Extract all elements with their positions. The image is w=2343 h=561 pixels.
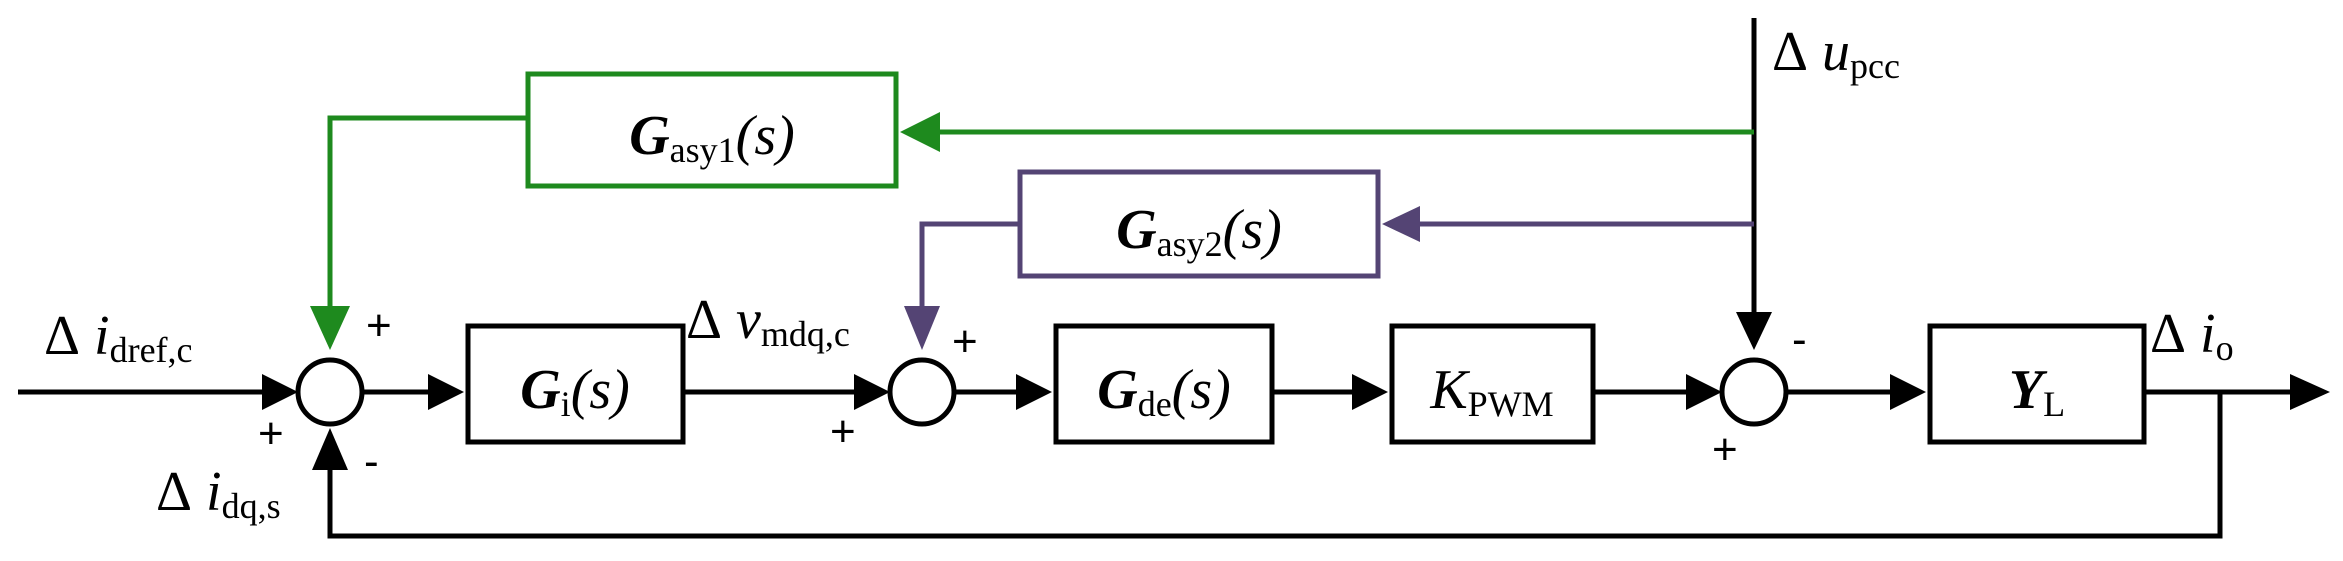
sign-sum1-left: + [258, 409, 284, 458]
summing-junction-1 [295, 357, 365, 427]
main-signal-path [18, 374, 2330, 410]
sign-sum1-top: + [366, 301, 392, 350]
sign-sum1-bottom: - [364, 437, 379, 486]
feedback-path [312, 392, 2223, 539]
svg-text:Gasy2(s): Gasy2(s) [1116, 199, 1282, 264]
block-kpwm: KPWM [1389, 323, 1596, 445]
sign-sum3-top: - [1792, 315, 1807, 364]
svg-text:KPWM: KPWM [1429, 359, 1553, 424]
gasy2-path [904, 206, 1754, 350]
sign-sum2-left: + [830, 407, 856, 456]
summing-junction-3 [1719, 357, 1789, 427]
block-gi: Gi(s) [465, 323, 686, 445]
svg-text:Gde(s): Gde(s) [1097, 359, 1231, 424]
block-gasy2: Gasy2(s) [1017, 169, 1381, 279]
svg-text:YL: YL [2009, 359, 2065, 424]
block-yl: YL [1927, 323, 2147, 445]
gasy1-path [310, 112, 1754, 350]
svg-text:Gasy1(s): Gasy1(s) [629, 105, 795, 170]
sign-sum2-top: + [952, 317, 978, 366]
svg-text:Gi(s): Gi(s) [520, 359, 630, 424]
block-gde: Gde(s) [1053, 323, 1275, 445]
summing-junction-2 [887, 357, 957, 427]
block-gasy1: Gasy1(s) [525, 71, 899, 189]
sign-sum3-left: + [1712, 425, 1738, 474]
upcc-path [1736, 18, 1772, 350]
